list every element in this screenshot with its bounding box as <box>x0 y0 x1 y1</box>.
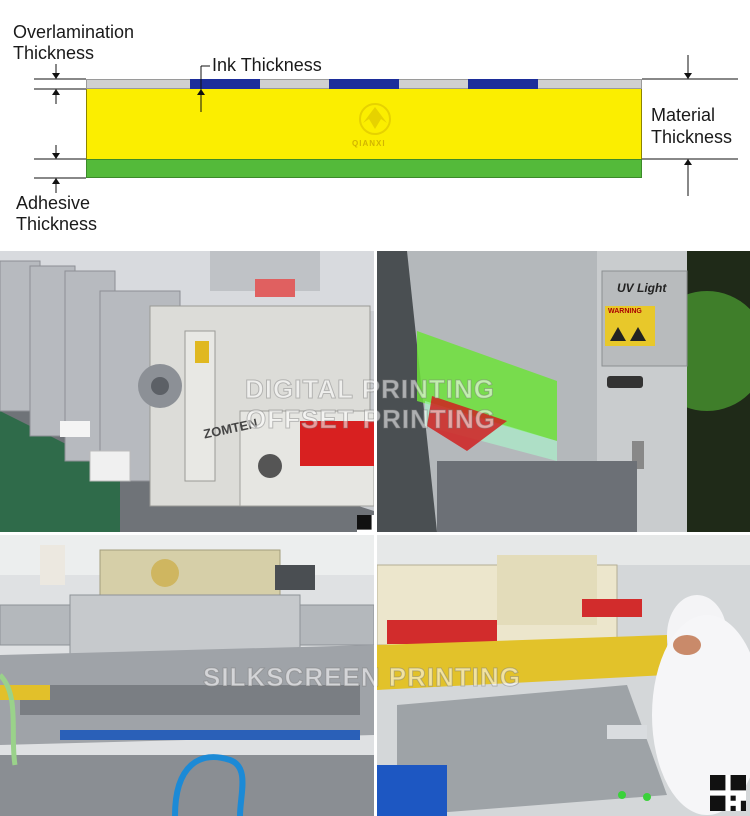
adhesive-layer <box>86 159 642 178</box>
digital-printing-overlay-right: DIGITAL PRINTING <box>377 374 496 405</box>
adhesive-label-line2: Thickness <box>16 214 98 234</box>
qr-code-icon <box>710 775 746 811</box>
layer-structure-diagram: Overlamination Thickness Ink Thickness M… <box>0 0 750 245</box>
offset-printing-overlay-right: OFFSET PRINTING <box>377 404 496 435</box>
ink-segment <box>329 79 399 89</box>
warning-label: WARNING <box>608 308 642 315</box>
material-layer <box>86 89 642 159</box>
photo-manual-screen-printing: SILKSCREEN PRINTING <box>377 535 750 816</box>
watermark-text: QIANXI <box>352 139 386 148</box>
watermark-logo-icon <box>359 103 391 135</box>
offset-printing-overlay-left: OFFSET PRINTING <box>246 404 375 435</box>
digital-printing-overlay: DIGITAL PRINTING <box>244 374 374 405</box>
material-label-line1: Material <box>651 105 716 125</box>
adhesive-label-line1: Adhesive <box>16 193 91 213</box>
photo-printing-press-line: ZOMTEN DIGITAL PRINTING OFFSET PRINTING <box>0 251 374 532</box>
ink-thickness-label: Ink Thickness <box>212 55 322 75</box>
silkscreen-printing-overlay: SILKSCREEN PRINTING <box>202 662 374 693</box>
silkscreen-printing-overlay-right: SILKSCREEN PRINTING <box>377 662 522 693</box>
ink-segment <box>190 79 260 89</box>
uv-light-label: UV Light <box>617 281 667 295</box>
ink-segment <box>468 79 538 89</box>
qr-code-icon <box>357 515 374 532</box>
photo-uv-curing-unit: UV Light WARNING DIGITAL PRINTING OFFSET… <box>377 251 750 532</box>
material-label-line2: Thickness <box>651 127 733 147</box>
overlamination-label-line2: Thickness <box>13 43 95 63</box>
photo-screen-printing-machine: SILKSCREEN PRINTING <box>0 535 374 816</box>
overlamination-label-line1: Overlamination <box>13 22 135 42</box>
